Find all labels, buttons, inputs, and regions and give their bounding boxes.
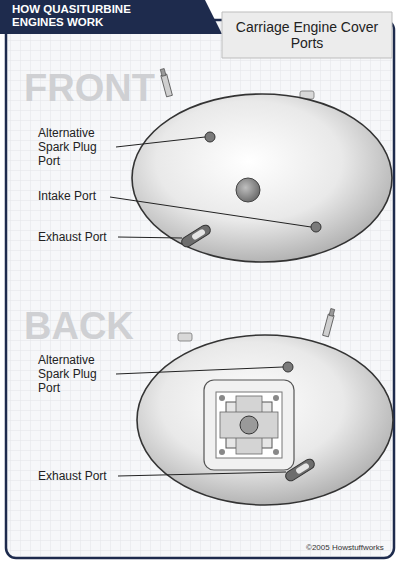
- slot-insert: [295, 462, 310, 475]
- part-label: Alternative Spark Plug Port: [38, 126, 112, 168]
- intake-port: [311, 222, 321, 232]
- part-label-slot: Exhaust Port: [38, 469, 107, 483]
- leader-line: [116, 367, 283, 374]
- cover-plate: [137, 335, 393, 505]
- view-heading-slot: FRONT: [24, 68, 155, 108]
- part-label: Intake Port: [38, 189, 96, 203]
- shaft: [240, 416, 258, 434]
- subtitle: Carriage Engine Cover Ports: [232, 19, 382, 51]
- front-cover: [132, 68, 392, 262]
- leader-line: [118, 472, 286, 476]
- part-label-slot: Alternative Spark Plug Port: [38, 353, 112, 395]
- bolt: [273, 449, 279, 455]
- copyright: ©2005 Howstuffworks: [306, 543, 384, 553]
- view-heading: FRONT: [24, 68, 155, 108]
- plug-body: [323, 314, 334, 337]
- rotor-housing: [216, 392, 282, 458]
- cover-plate: [132, 94, 392, 262]
- panel: [6, 20, 394, 558]
- spark-plug: [159, 68, 172, 97]
- view-heading-slot: BACK: [24, 306, 134, 346]
- back-cover: [137, 308, 393, 505]
- exhaust-slot: [180, 223, 212, 248]
- title-slot: HOW QUASITURBINE ENGINES WORK: [12, 3, 162, 29]
- leader-line: [110, 197, 311, 227]
- bolt: [219, 449, 225, 455]
- part-label: Exhaust Port: [38, 230, 107, 244]
- spark-plug: [323, 308, 336, 337]
- rotor-window: [204, 380, 294, 470]
- copyright-slot: ©2005 Howstuffworks: [306, 543, 384, 553]
- spark-port: [283, 362, 293, 372]
- part-label: Alternative Spark Plug Port: [38, 353, 112, 395]
- shaft-hole: [236, 178, 260, 202]
- leader-line: [118, 237, 182, 238]
- cover-lug: [178, 333, 192, 341]
- bolt: [219, 395, 225, 401]
- subtitle-slot: Carriage Engine Cover Ports: [232, 19, 382, 51]
- leader-lines: [110, 137, 311, 476]
- grid-paper: [8, 22, 392, 556]
- view-heading: BACK: [24, 306, 134, 346]
- part-label: Exhaust Port: [38, 469, 107, 483]
- bolt: [273, 395, 279, 401]
- plug-tip: [160, 69, 166, 77]
- part-label-slot: Alternative Spark Plug Port: [38, 126, 112, 168]
- rotor-blade: [236, 396, 262, 454]
- plug-body: [161, 74, 172, 97]
- slot-insert: [191, 228, 206, 241]
- spark-port: [205, 132, 215, 142]
- slot-body: [180, 223, 212, 248]
- subtitle-tab: [222, 12, 392, 58]
- rotor-blade: [220, 412, 278, 438]
- header-tab: [0, 0, 222, 34]
- window-frame: [204, 380, 294, 470]
- leader-line: [116, 137, 205, 147]
- exhaust-slot: [284, 457, 316, 482]
- slot-body: [284, 457, 316, 482]
- part-label-slot: Intake Port: [38, 189, 96, 203]
- header-title: HOW QUASITURBINE ENGINES WORK: [12, 3, 162, 29]
- plug-tip: [329, 309, 335, 317]
- part-label-slot: Exhaust Port: [38, 230, 107, 244]
